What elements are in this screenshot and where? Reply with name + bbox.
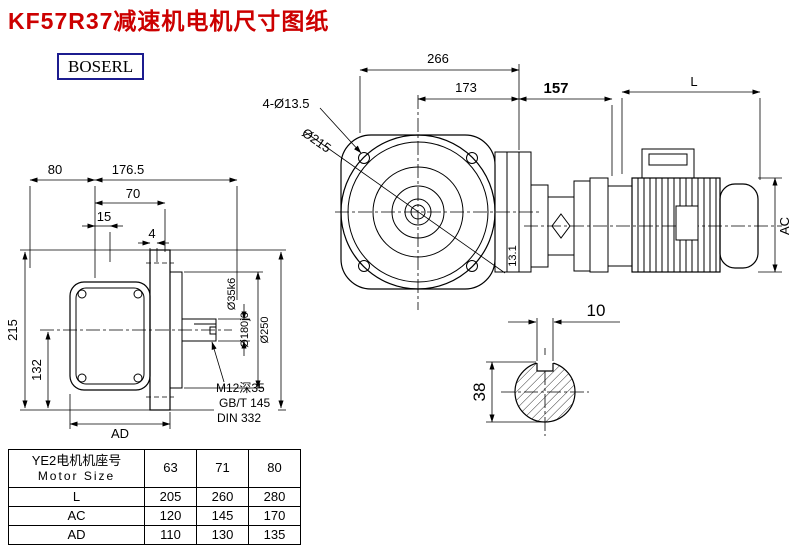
note-tap-hole: M12深35 — [216, 381, 265, 395]
dim-spigot-d180: Ø180j6 — [239, 312, 251, 347]
cell-AC-63: 120 — [144, 506, 197, 526]
brand-logo: BOSERL — [57, 53, 145, 80]
dim-L: L — [690, 74, 697, 89]
row-label-AC: AC — [8, 506, 145, 526]
table-col-71: 71 — [196, 449, 249, 488]
note-gbt-145: GB/T 145 — [219, 396, 270, 410]
cell-AD-71: 130 — [196, 525, 249, 545]
table-row: AD 110 130 135 — [8, 525, 301, 545]
table-header-en: Motor Size — [37, 469, 116, 484]
table-col-63: 63 — [144, 449, 197, 488]
dim-AC: AC — [777, 217, 792, 235]
dim-flange-d250: Ø250 — [259, 317, 271, 344]
motor-size-table: YE2电机机座号 Motor Size 63 71 80 L 205 260 2… — [8, 449, 301, 545]
note-din-332: DIN 332 — [217, 411, 261, 425]
dim-13-1: 13.1 — [507, 245, 519, 266]
dim-132: 132 — [29, 359, 44, 381]
dim-266: 266 — [427, 51, 449, 66]
table-header-cn: YE2电机机座号 — [31, 452, 122, 468]
cell-AC-80: 170 — [248, 506, 301, 526]
page-title: KF57R37减速机电机尺寸图纸 — [8, 8, 330, 34]
dim-shaft-d35: Ø35k6 — [226, 278, 238, 310]
dim-4: 4 — [148, 226, 155, 241]
cell-L-80: 280 — [248, 487, 301, 507]
cell-AD-80: 135 — [248, 525, 301, 545]
front-view-drawing: 266 173 4-Ø13.5 Ø215 13.1 — [263, 51, 540, 310]
cell-AD-63: 110 — [144, 525, 197, 545]
dim-80: 80 — [48, 162, 62, 177]
table-col-80: 80 — [248, 449, 301, 488]
dim-215: 215 — [5, 319, 20, 341]
table-row: AC 120 145 170 — [8, 506, 301, 526]
cell-L-71: 260 — [196, 487, 249, 507]
dim-15: 15 — [97, 209, 111, 224]
dim-157: 157 — [543, 80, 568, 97]
dim-key-width: 10 — [587, 301, 606, 320]
dim-176-5: 176.5 — [112, 162, 145, 177]
row-label-AD: AD — [8, 525, 145, 545]
dim-shaft-diameter: 38 — [470, 383, 489, 402]
dim-d215: Ø215 — [299, 125, 334, 156]
dim-AD: AD — [111, 426, 129, 441]
shaft-section-drawing: 10 38 — [470, 301, 620, 436]
table-header-cell: YE2电机机座号 Motor Size — [8, 449, 145, 488]
row-label-L: L — [8, 487, 145, 507]
table-row: L 205 260 280 — [8, 487, 301, 507]
dim-bolt-holes: 4-Ø13.5 — [263, 96, 310, 111]
motor-view-drawing: 157 L AC — [518, 74, 792, 273]
side-view-drawing: 80 176.5 70 15 4 215 132 AD Ø35k6 Ø180j6… — [5, 162, 286, 441]
cell-L-63: 205 — [144, 487, 197, 507]
dim-173: 173 — [455, 80, 477, 95]
dim-70: 70 — [126, 186, 140, 201]
cell-AC-71: 145 — [196, 506, 249, 526]
